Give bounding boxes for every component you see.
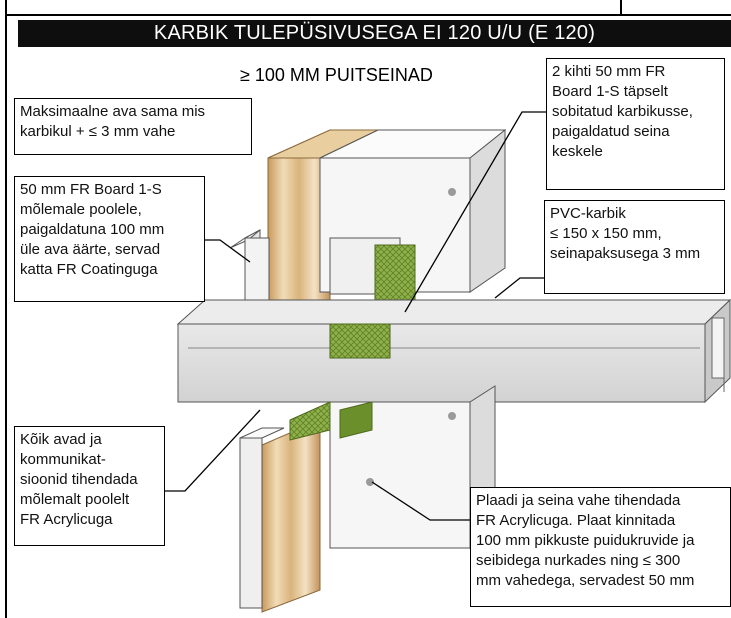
callout-max-opening: Maksimaalne ava sama mis karbikul + ≤ 3 … — [14, 98, 252, 155]
callout-seal-openings: Kõik avad ja kommunikat- sioonid tihenda… — [14, 426, 165, 546]
leader-lines — [165, 111, 546, 521]
upper-fr-board-right — [319, 128, 507, 306]
frame-top-tick — [620, 0, 622, 14]
callout-pvc-trunking-text: PVC-karbik ≤ 150 x 150 mm, seinapaksuseg… — [550, 205, 701, 262]
callout-pvc-trunking: PVC-karbik ≤ 150 x 150 mm, seinapaksuseg… — [544, 200, 725, 294]
callout-board-both-sides-text: 50 mm FR Board 1-S mõlemale poolele, pai… — [20, 181, 165, 278]
upper-wood-stud — [267, 129, 379, 321]
callout-seal-openings-text: Kõik avad ja kommunikat- sioonid tihenda… — [20, 431, 138, 528]
callout-two-layers: 2 kihti 50 mm FR Board 1-S täpselt sobit… — [546, 58, 725, 190]
frame-top-border — [5, 14, 731, 16]
lower-fr-board-right — [289, 385, 496, 549]
callout-board-both-sides: 50 mm FR Board 1-S mõlemale poolele, pai… — [14, 176, 205, 302]
callout-board-wall-gap: Plaadi ja seina vahe tihendada FR Acryli… — [470, 487, 731, 607]
callout-board-wall-gap-text: Plaadi ja seina vahe tihendada FR Acryli… — [476, 492, 695, 589]
callout-two-layers-text: 2 kihti 50 mm FR Board 1-S täpselt sobit… — [552, 63, 693, 160]
frame-left-border — [5, 0, 7, 618]
callout-max-opening-text: Maksimaalne ava sama mis karbikul + ≤ 3 … — [20, 103, 206, 140]
lower-wood-stud — [261, 419, 321, 613]
pvc-trunking — [176, 298, 731, 404]
diagram-subtitle: ≥ 100 MM PUITSEINAD — [240, 65, 433, 85]
diagram-title: KARBIK TULEPÜSIVUSEGA EI 120 U/U (E 120) — [18, 20, 731, 47]
lower-fr-board-left — [239, 427, 285, 609]
